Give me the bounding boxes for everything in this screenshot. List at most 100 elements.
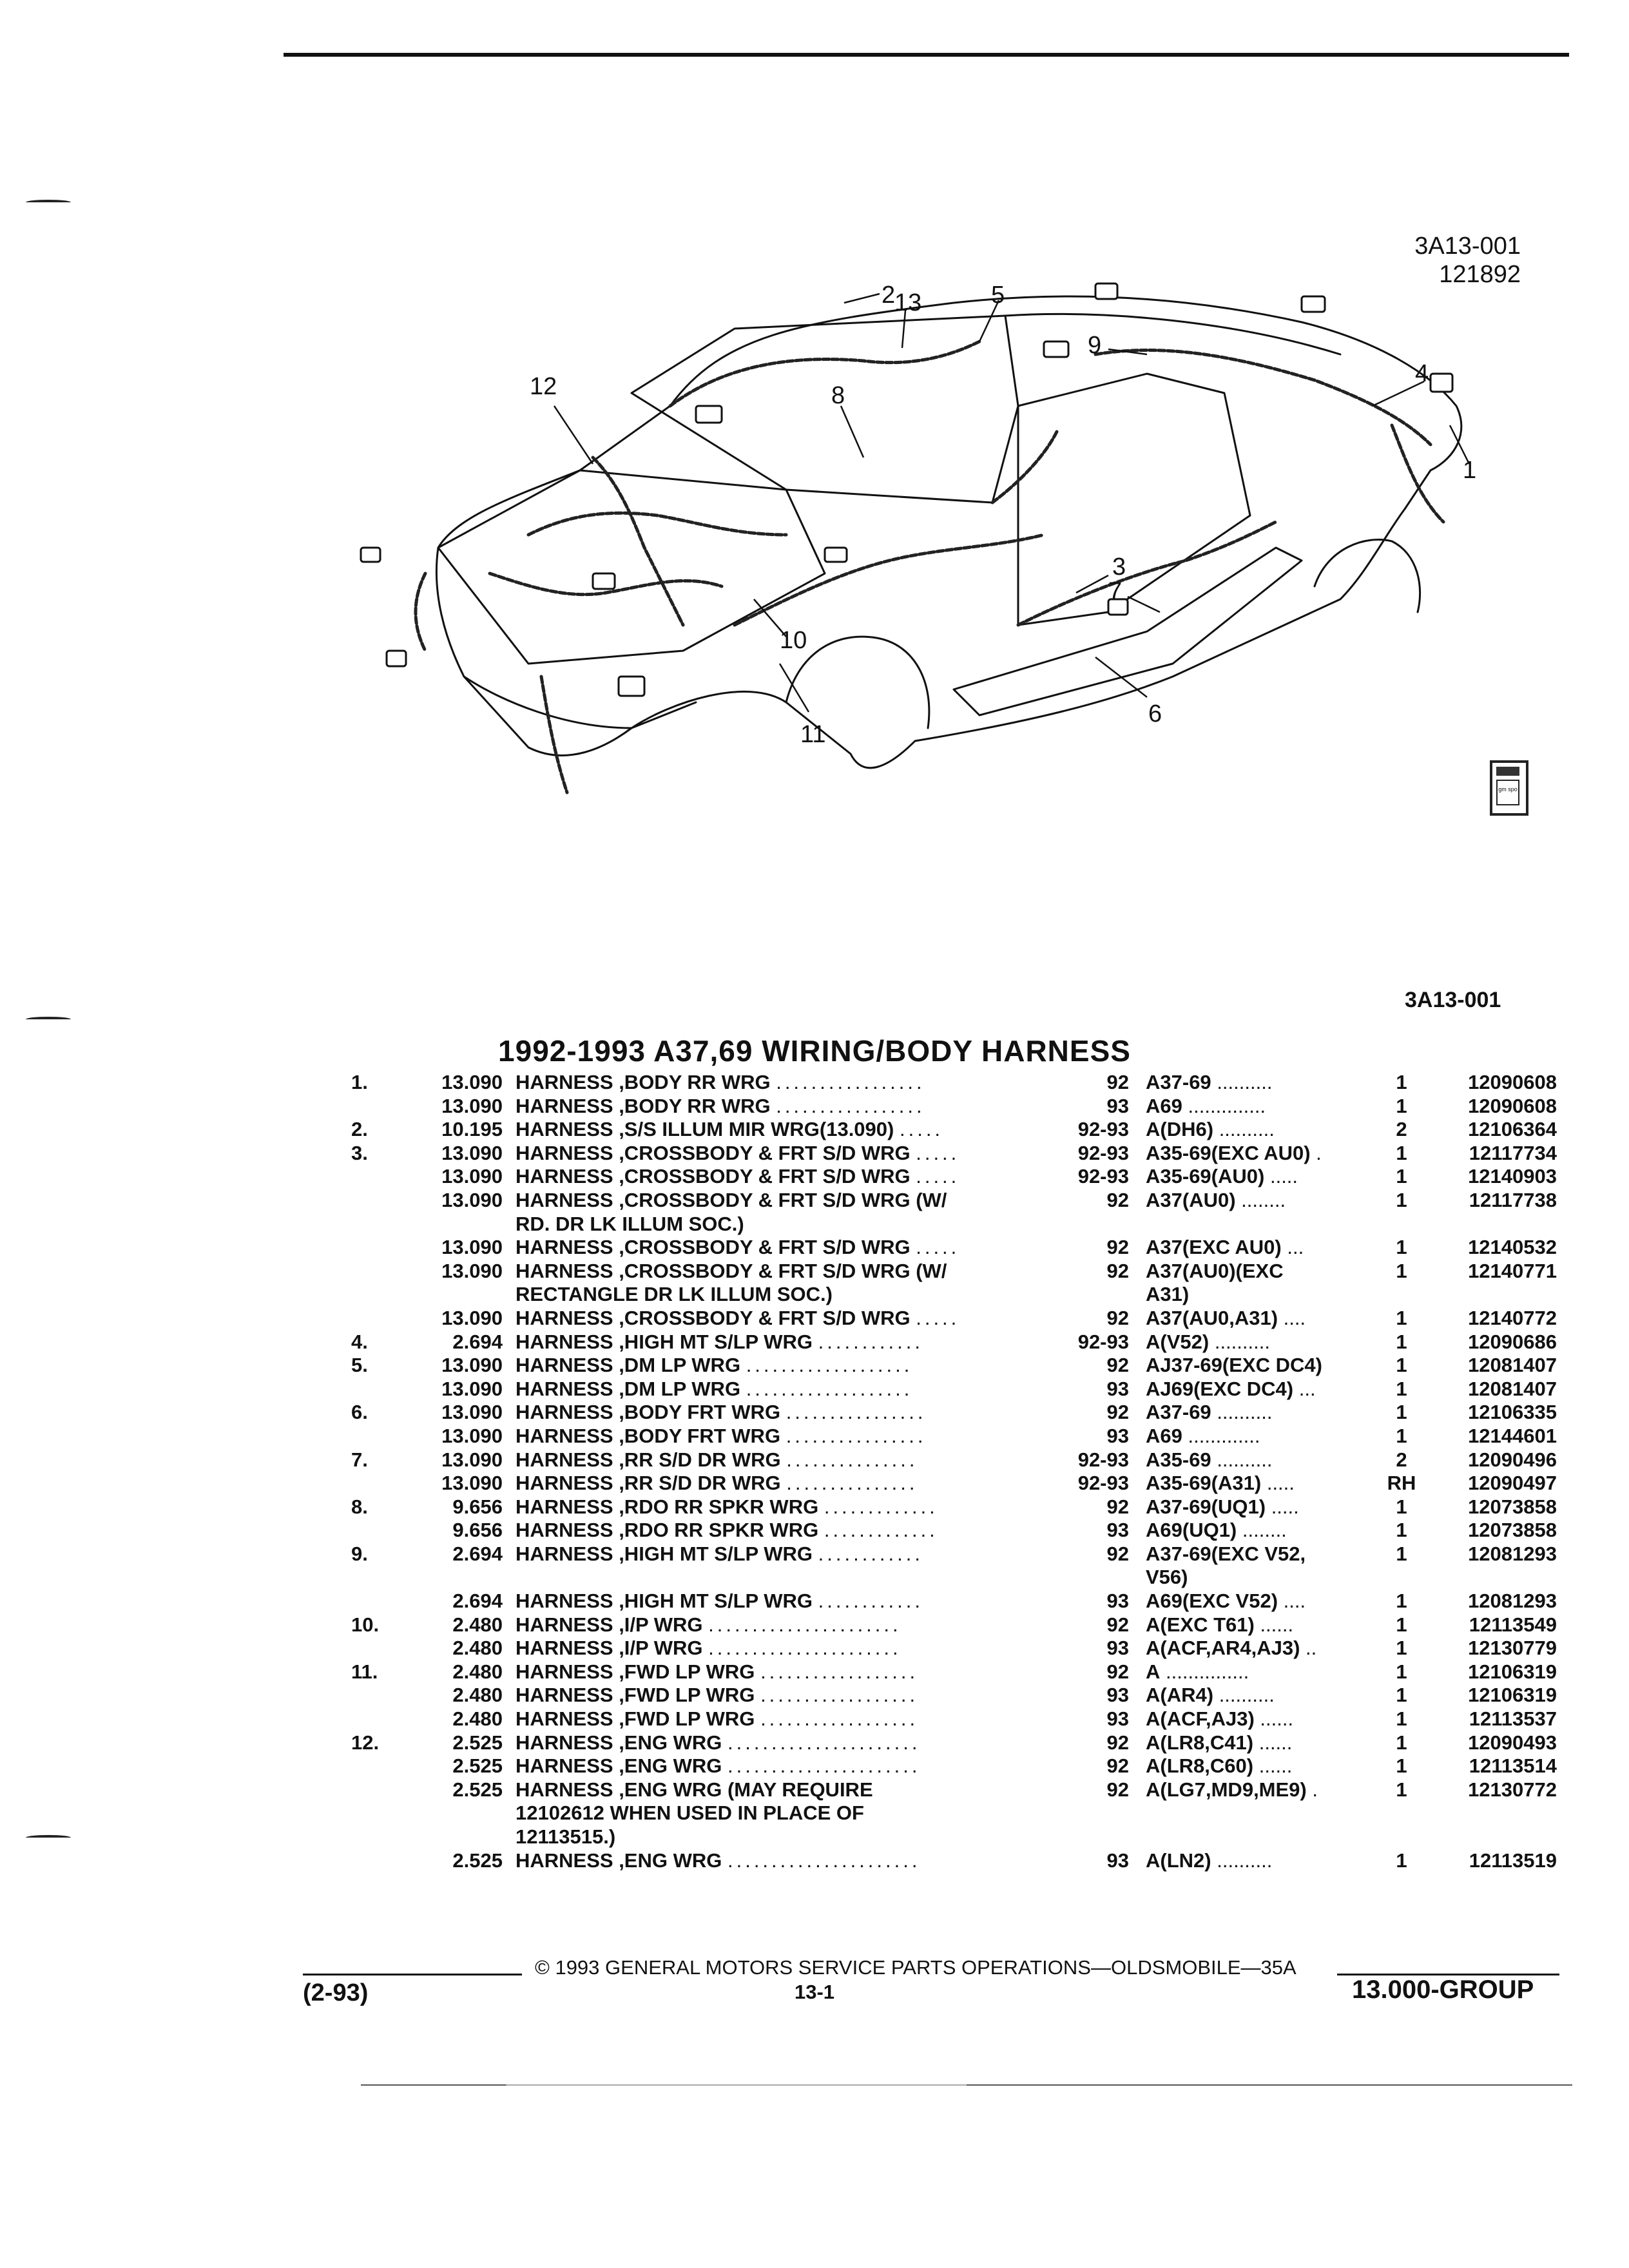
part-number: 12130772 xyxy=(1468,1778,1557,1801)
description-text: HARNESS ,BODY FRT WRG xyxy=(516,1424,781,1447)
usage-code: A(LG7,MD9,ME9) . xyxy=(1146,1778,1371,1802)
part-description: HARNESS ,CROSSBODY & FRT S/D WRG ..... xyxy=(516,1142,1050,1165)
dot-leader: ...................... xyxy=(708,1637,901,1660)
usage-code: A69(EXC V52) .... xyxy=(1146,1590,1371,1613)
dot-leader: ............. xyxy=(824,1495,938,1518)
quantity: 1 xyxy=(1396,1519,1407,1542)
callout-5: 5 xyxy=(991,282,1005,309)
group-number: 13.090 xyxy=(441,1094,503,1117)
group-number: 2.525 xyxy=(452,1731,503,1754)
footer-group: 13.000-GROUP xyxy=(1352,1975,1534,2004)
group-number: 2.694 xyxy=(452,1330,503,1353)
callout-3: 3 xyxy=(1112,553,1126,581)
description-text: HARNESS ,HIGH MT S/LP WRG xyxy=(516,1542,813,1565)
usage-text: A(ACF,AJ3) xyxy=(1146,1707,1255,1731)
front-bumper xyxy=(463,675,697,729)
group-number: 13.090 xyxy=(441,1424,503,1447)
group-number: 13.090 xyxy=(441,1377,503,1400)
description-text: HARNESS ,RR S/D DR WRG xyxy=(516,1448,781,1471)
table-row: RD. DR LK ILLUM SOC.) xyxy=(0,1213,1629,1236)
description-text: HARNESS ,FWD LP WRG xyxy=(516,1684,755,1707)
dot-leader: ... xyxy=(1287,1236,1304,1259)
model-year: 92-93 xyxy=(1077,1330,1129,1353)
description-text: HARNESS ,BODY FRT WRG xyxy=(516,1401,781,1424)
usage-text: A37(AU0) xyxy=(1146,1188,1236,1211)
group-number: 10.195 xyxy=(441,1118,503,1141)
description-text: HARNESS ,FWD LP WRG xyxy=(516,1707,755,1731)
harness-wire xyxy=(414,572,427,653)
usage-text: A(EXC T61) xyxy=(1146,1613,1255,1636)
usage-code: A37(AU0,A31) .... xyxy=(1146,1307,1371,1330)
car-body-outline xyxy=(435,295,1463,769)
quantity: 1 xyxy=(1396,1778,1407,1801)
model-year: 92 xyxy=(1106,1754,1129,1778)
model-year: 93 xyxy=(1106,1707,1129,1731)
quantity: 1 xyxy=(1396,1424,1407,1447)
model-year: 93 xyxy=(1106,1849,1129,1872)
description-text: HARNESS ,CROSSBODY & FRT S/D WRG (W/ xyxy=(516,1188,947,1211)
description-text: 12113515.) xyxy=(516,1825,616,1848)
part-description: HARNESS ,S/S ILLUM MIR WRG(13.090) ..... xyxy=(516,1118,1050,1141)
usage-code: A37(AU0)(EXC xyxy=(1146,1260,1371,1283)
quantity: 1 xyxy=(1396,1094,1407,1117)
part-description: HARNESS ,RR S/D DR WRG ............... xyxy=(516,1472,1050,1495)
group-number: 13.090 xyxy=(441,1472,503,1495)
group-number: 13.090 xyxy=(441,1448,503,1471)
part-description: HARNESS ,CROSSBODY & FRT S/D WRG (W/ xyxy=(516,1260,1050,1283)
callout-7: 7 xyxy=(1108,578,1122,605)
usage-text: A37-69(UQ1) xyxy=(1146,1495,1266,1518)
item-number: 9. xyxy=(351,1542,368,1565)
quantity: 1 xyxy=(1396,1731,1407,1754)
description-text: HARNESS ,I/P WRG xyxy=(516,1637,703,1660)
footer-rule-left xyxy=(303,1974,522,1975)
model-year: 93 xyxy=(1106,1590,1129,1613)
group-number: 13.090 xyxy=(441,1259,503,1282)
bottom-rule xyxy=(361,2084,1572,2086)
description-text: HARNESS ,DM LP WRG xyxy=(516,1354,741,1377)
usage-text: A(LR8,C60) xyxy=(1146,1754,1254,1778)
part-description: HARNESS ,BODY FRT WRG ................ xyxy=(516,1401,1050,1424)
part-number: 12140532 xyxy=(1468,1236,1557,1259)
part-description: HARNESS ,FWD LP WRG .................. xyxy=(516,1660,1050,1684)
group-number: 13.090 xyxy=(441,1306,503,1329)
usage-text: A35-69(AU0) xyxy=(1146,1165,1265,1188)
dot-leader: ............ xyxy=(818,1330,923,1353)
part-description: HARNESS ,CROSSBODY & FRT S/D WRG ..... xyxy=(516,1236,1050,1259)
usage-text: A69 xyxy=(1146,1424,1182,1447)
part-number: 12081293 xyxy=(1468,1542,1557,1565)
quantity: 1 xyxy=(1396,1377,1407,1400)
dot-leader: ............. xyxy=(1188,1424,1260,1447)
callout-10: 10 xyxy=(780,627,807,654)
dot-leader: ............... xyxy=(786,1472,918,1495)
dot-leader: .......... xyxy=(1217,1448,1273,1471)
dot-leader: ........ xyxy=(1242,1519,1287,1542)
description-text: HARNESS ,CROSSBODY & FRT S/D WRG xyxy=(516,1306,911,1329)
dot-leader: ........ xyxy=(1241,1188,1286,1211)
part-description: HARNESS ,CROSSBODY & FRT S/D WRG ..... xyxy=(516,1307,1050,1330)
usage-code: A31) xyxy=(1146,1283,1371,1306)
harness-wire xyxy=(1094,349,1432,447)
footer-rule-right xyxy=(1337,1974,1559,1975)
group-number: 13.090 xyxy=(441,1188,503,1211)
item-number: 6. xyxy=(351,1401,368,1424)
table-row: 12113515.) xyxy=(0,1825,1629,1849)
callout-11: 11 xyxy=(800,721,825,748)
item-number: 3. xyxy=(351,1141,368,1164)
connector xyxy=(592,572,616,590)
usage-text: A37(AU0,A31) xyxy=(1146,1306,1278,1329)
dot-leader: ..... xyxy=(1271,1495,1299,1518)
group-number: 9.656 xyxy=(452,1519,503,1542)
quantity: 1 xyxy=(1396,1637,1407,1660)
connector xyxy=(1094,282,1119,300)
model-year: 92 xyxy=(1106,1401,1129,1424)
model-year: 92 xyxy=(1106,1731,1129,1754)
